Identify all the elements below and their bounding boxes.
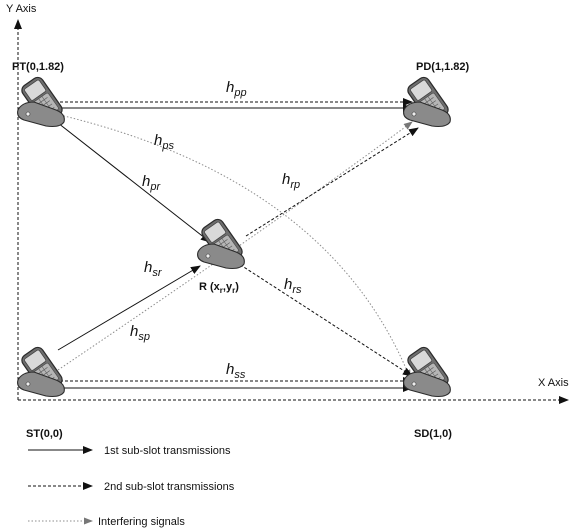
- channel-h-pr: hpr: [142, 173, 161, 193]
- node-r-label: R (xr,yr): [199, 281, 239, 295]
- channel-h-rs: hrs: [284, 276, 302, 296]
- channel-h-ps: hps: [154, 132, 174, 152]
- legend-dashed-text: 2nd sub-slot transmissions: [104, 481, 235, 493]
- node-pd-label: PD(1,1.82): [416, 61, 470, 73]
- link-sr: [57, 265, 201, 351]
- phone-pt-icon: [17, 74, 66, 128]
- y-axis-label: Y Axis: [6, 3, 37, 15]
- channel-h-pp: hpp: [226, 79, 247, 99]
- node-pt-label: PT(0,1.82): [12, 61, 64, 73]
- legend-interfering-text: Interfering signals: [98, 516, 185, 528]
- phone-sd-icon: [403, 344, 452, 398]
- phone-pd-icon: [403, 74, 452, 128]
- legend-solid-text: 1st sub-slot transmissions: [104, 445, 231, 457]
- channel-h-sp: hsp: [130, 323, 150, 343]
- phone-st-icon: [17, 344, 66, 398]
- link-rp: [245, 127, 419, 237]
- node-st-label: ST(0,0): [26, 428, 63, 440]
- link-pr: [57, 122, 211, 243]
- x-axis-label: X Axis: [538, 377, 569, 389]
- link-rs: [235, 261, 413, 377]
- channel-h-ss: hss: [226, 361, 246, 381]
- interference-sp: [57, 121, 413, 371]
- channel-h-sr: hsr: [144, 259, 163, 279]
- channel-h-rp: hrp: [282, 171, 300, 191]
- phone-r-icon: [197, 216, 246, 270]
- node-sd-label: SD(1,0): [414, 428, 452, 440]
